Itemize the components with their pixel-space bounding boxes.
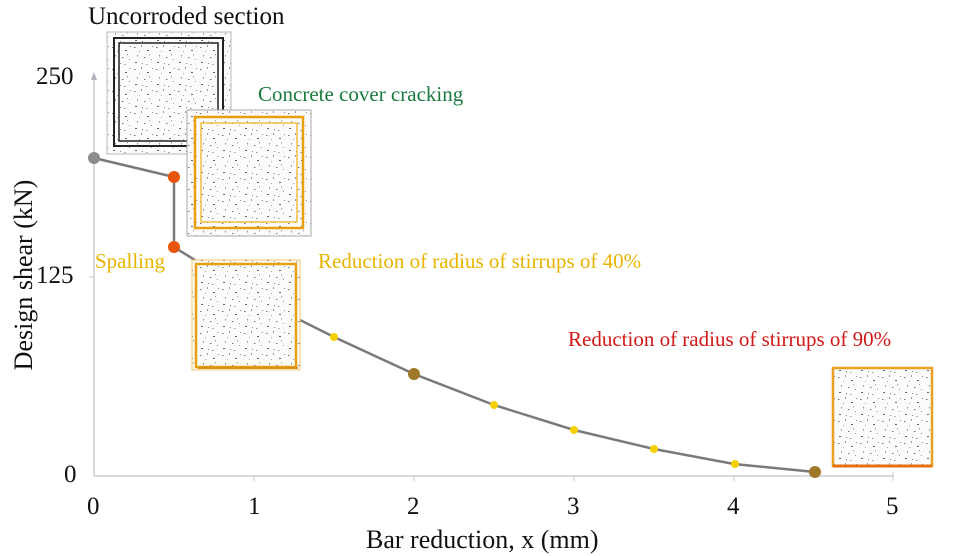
y-tick-0: 0 — [64, 461, 77, 488]
x-tick-1: 1 — [248, 493, 261, 520]
annotation-stirrups-90: Reduction of radius of stirrups of 90% — [568, 327, 892, 351]
cracked-section-image — [186, 109, 312, 237]
x-tick-2: 2 — [407, 493, 420, 520]
annotation-uncorroded: Uncorroded section — [88, 3, 285, 30]
x-tick-0: 0 — [87, 493, 100, 520]
x-axis — [94, 472, 894, 481]
x-tick-4: 4 — [727, 493, 740, 520]
annotation-stirrups-40: Reduction of radius of stirrups of 40% — [318, 249, 642, 273]
y-axis — [89, 72, 97, 476]
y-tick-125: 125 — [36, 262, 74, 289]
x-tick-5: 5 — [886, 493, 899, 520]
y-tick-250: 250 — [36, 63, 74, 90]
data-markers — [88, 152, 821, 478]
y-axis-title: Design shear (kN) — [9, 179, 38, 371]
corroded-section-90-image — [831, 366, 934, 468]
spalled-section-image — [191, 259, 301, 371]
annotation-spalling: Spalling — [95, 249, 166, 273]
x-tick-3: 3 — [567, 493, 580, 520]
x-axis-title: Bar reduction, x (mm) — [366, 525, 599, 554]
annotation-cover-cracking: Concrete cover cracking — [258, 82, 464, 106]
